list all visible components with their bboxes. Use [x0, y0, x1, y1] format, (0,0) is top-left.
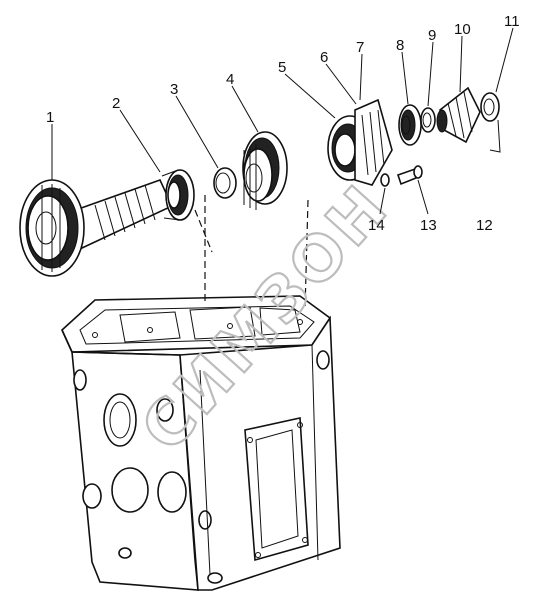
callout-6: 6 — [320, 49, 328, 66]
part-11-nut — [480, 92, 500, 122]
part-8-bearing — [398, 104, 422, 146]
callout-5: 5 — [278, 59, 286, 76]
callout-4: 4 — [226, 71, 234, 88]
part-10-bevel-pinion — [436, 86, 481, 144]
part-5-7-bearing-housing — [327, 98, 393, 186]
callout-10: 10 — [454, 21, 471, 38]
gearbox-housing — [61, 295, 341, 591]
part-9-washer — [420, 107, 436, 133]
part-4-double-gear — [242, 131, 288, 210]
callout-7: 7 — [356, 39, 364, 56]
callout-8: 8 — [396, 37, 404, 54]
callout-13: 13 — [420, 217, 437, 234]
callout-3: 3 — [170, 81, 178, 98]
part-2-bearing — [161, 169, 195, 221]
part-1-gear-shaft — [19, 179, 174, 277]
callout-14: 14 — [368, 217, 385, 234]
part-13-bolt — [396, 165, 423, 186]
callout-1: 1 — [46, 109, 54, 126]
callout-11: 11 — [504, 13, 520, 30]
callout-labels: 1 2 3 4 5 6 7 8 9 10 11 12 13 14 — [46, 13, 520, 234]
part-14-washer — [380, 173, 390, 187]
assembly-guide-lines — [194, 195, 309, 311]
callout-9: 9 — [428, 27, 436, 44]
leader-lines — [51, 27, 514, 215]
callout-2: 2 — [112, 95, 120, 112]
callout-12: 12 — [476, 217, 493, 234]
part-3-ring — [213, 167, 237, 199]
